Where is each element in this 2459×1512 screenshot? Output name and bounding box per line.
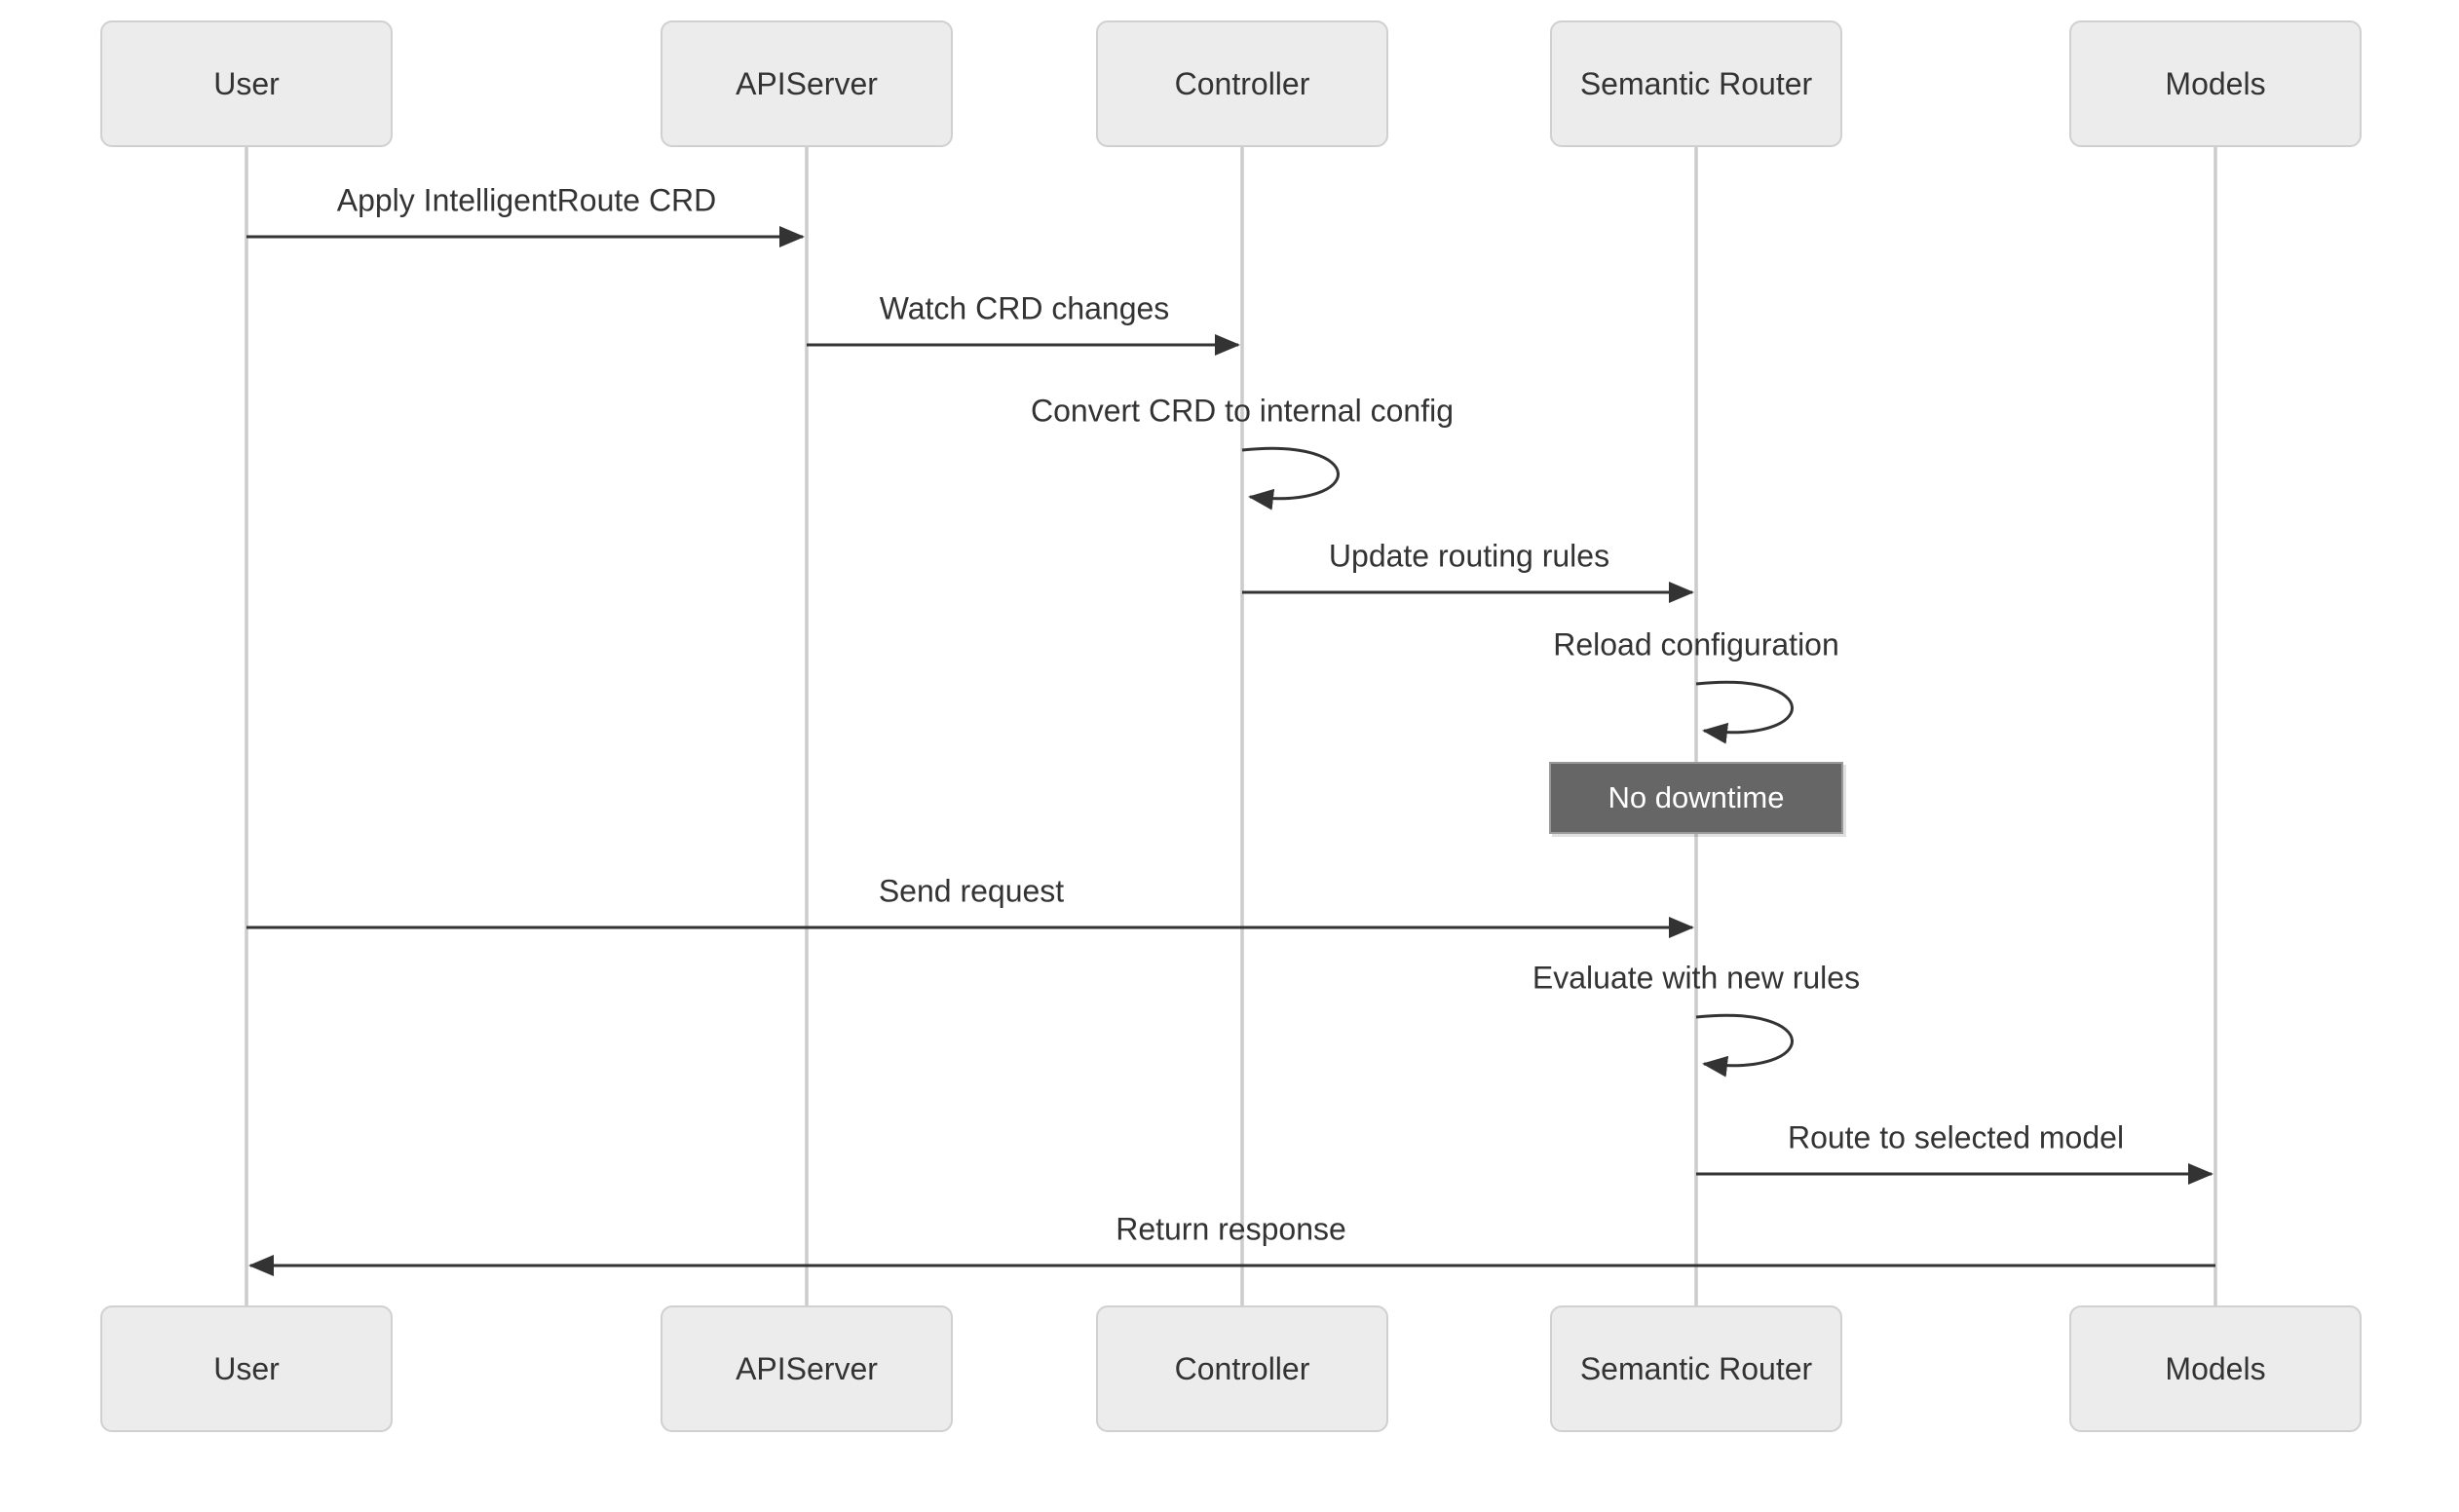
actor-box-semantic-router-bottom: Semantic Router [1550,1305,1842,1432]
message-label: Update routing rules [1328,538,1610,574]
actor-box-apiserver-top: APIServer [661,20,953,147]
actor-box-models-bottom: Models [2069,1305,2362,1432]
actor-box-user-bottom: User [100,1305,393,1432]
actor-box-semantic-router-top: Semantic Router [1550,20,1842,147]
note-box: No downtime [1549,762,1843,834]
actor-box-controller-top: Controller [1096,20,1388,147]
message-label: Reload configuration [1553,626,1839,662]
message-label: Send request [878,873,1065,909]
self-loop-arrow-2 [1241,446,1340,510]
actor-box-controller-bottom: Controller [1096,1305,1388,1432]
self-loop-arrow-7 [1695,1013,1794,1077]
actor-box-apiserver-bottom: APIServer [661,1305,953,1432]
message-label: Apply IntelligentRoute CRD [336,182,717,218]
actor-box-models-top: Models [2069,20,2362,147]
self-loop-arrow-4 [1695,680,1794,744]
message-label: Route to selected model [1787,1119,2125,1155]
message-label: Watch CRD changes [879,290,1170,326]
message-label: Return response [1116,1211,1346,1247]
message-label: Evaluate with new rules [1532,960,1861,996]
actor-box-user-top: User [100,20,393,147]
message-label: Convert CRD to internal config [1031,393,1454,429]
